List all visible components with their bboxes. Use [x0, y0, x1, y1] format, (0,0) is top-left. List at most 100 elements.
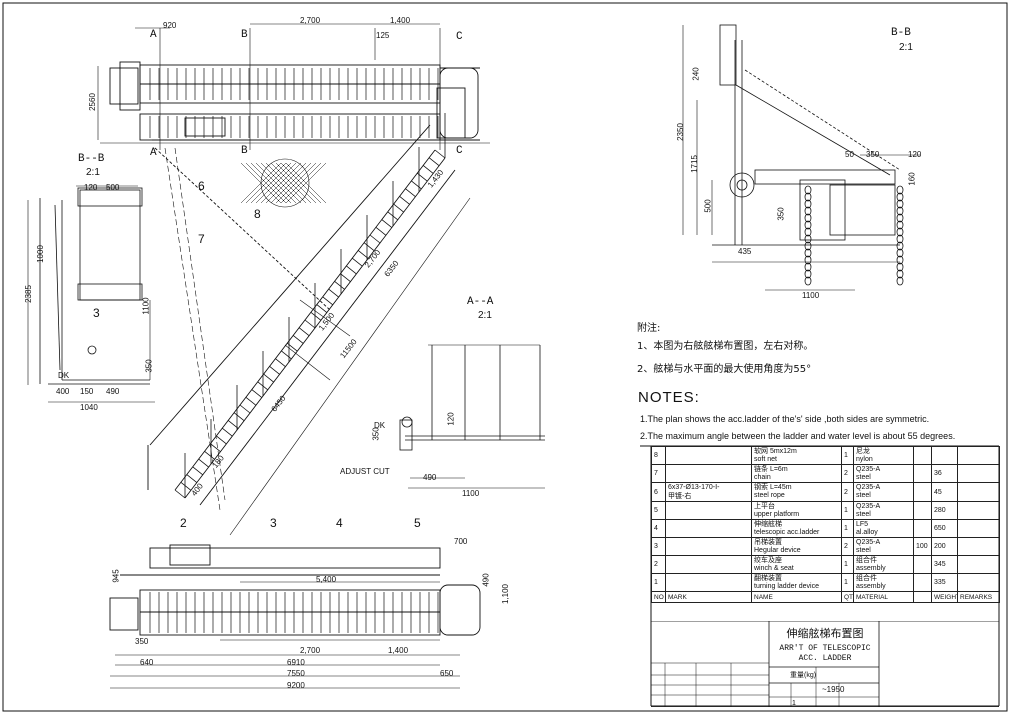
bom-remarks	[957, 446, 1000, 465]
section-mark-a-bottom: A	[150, 147, 157, 159]
chain-link	[804, 269, 812, 279]
bom-mat-cn: Q235-A	[856, 538, 881, 546]
dim-bb-2385: 2385	[23, 285, 33, 303]
ladder-rung	[328, 288, 339, 298]
dim-aa-1100: 1100	[462, 489, 480, 498]
dim-bot-1100: 1,100	[501, 583, 511, 605]
bom-remarks	[957, 537, 1000, 556]
bom-qty: 1	[841, 519, 854, 538]
callout-5: 5	[414, 516, 421, 530]
chain-link	[804, 220, 812, 230]
dim-top-920: 920	[163, 21, 177, 30]
aa-title: A--A	[467, 296, 494, 308]
ladder-rung	[369, 234, 381, 244]
bom-remarks	[957, 573, 1000, 592]
bom-weight-total: 45	[931, 482, 958, 502]
bom-mat-en: steel	[856, 473, 871, 481]
bom-mat-cn: 尼龙	[856, 447, 870, 455]
soft-net-hatch	[260, 158, 310, 208]
title-en-1: ARR'T OF TELESCOPIC	[779, 644, 871, 653]
ladder-rung	[239, 404, 251, 414]
notes-cn-1: 1、本图为右舷舷梯布置图，左右对称。	[637, 341, 814, 352]
ladder-rung	[393, 203, 404, 213]
chain-link	[804, 185, 812, 195]
notes-en-2: 2.The maximum angle between the ladder a…	[640, 431, 956, 441]
bom-no: 4	[651, 519, 666, 538]
callout-3: 3	[270, 516, 277, 530]
section-mark-a-top: A	[150, 29, 157, 41]
bom-name-cn: 翻梯装置	[754, 574, 782, 582]
bom-name-en: upper platform	[754, 510, 800, 518]
ladder-rung	[186, 474, 198, 483]
bom-weight-total: 200	[931, 537, 958, 556]
bom-mat-en: steel	[856, 492, 871, 499]
net-strand	[280, 162, 322, 204]
chain-link	[896, 199, 904, 209]
callout-2: 2	[180, 516, 187, 530]
bom-mark	[665, 555, 752, 574]
bom-header-weight2: WEIGHT	[931, 591, 958, 603]
top-plan-view	[97, 23, 490, 150]
dim-r-435: 435	[738, 247, 752, 256]
dim-bot-640: 640	[140, 658, 154, 667]
ladder-rung	[422, 165, 434, 174]
chain-link	[804, 192, 812, 202]
dim-top-125: 125	[376, 31, 390, 40]
ladder-rung	[257, 381, 268, 391]
right-chains	[804, 185, 904, 286]
chain-link	[896, 220, 904, 230]
bom-mat-en: steel	[856, 546, 871, 554]
dim-bot-6910: 6910	[287, 658, 305, 667]
bom-header-row: NOMARKNAMEQTYMATERIALWEIGHTREMARKS	[651, 591, 1000, 603]
title-en-2: ACC. LADDER	[798, 654, 852, 663]
callout-6: 6	[198, 179, 205, 193]
chain-link	[896, 262, 904, 272]
bom-no: 3	[651, 537, 666, 556]
ladder-rung	[198, 458, 209, 468]
bom-mat-cn: LF5	[856, 520, 869, 528]
section-mark-c-top: C	[456, 31, 463, 43]
ladder-rung	[210, 443, 221, 452]
aa-section	[399, 344, 545, 489]
dim-bb-dk: DK	[58, 371, 70, 380]
chain-link	[804, 206, 812, 216]
chain-link	[896, 234, 904, 244]
net-strand	[275, 162, 317, 204]
bom-mark	[665, 501, 752, 520]
ladder-rung	[275, 358, 286, 367]
bom-no: 2	[651, 555, 666, 574]
bom-name-en: chain	[754, 473, 771, 481]
dim-bb-1040: 1040	[80, 403, 98, 412]
bom-qty: 2	[841, 537, 854, 556]
bom-mat-cn: Q235-A	[856, 465, 881, 473]
ladder-rung	[298, 327, 310, 337]
bb-right-scale: 2:1	[899, 42, 913, 53]
bom-weight-unit	[913, 464, 932, 483]
dim-bot-7550: 7550	[287, 669, 305, 678]
title-cn: 伸缩舷梯布置图	[786, 627, 864, 640]
bom-header-mark: MARK	[665, 591, 752, 603]
ladder-rung	[281, 350, 292, 360]
bom-weight-total: 280	[931, 501, 958, 520]
bom-name-en: winch & seat	[754, 564, 794, 572]
dim-bb-500: 500	[106, 183, 120, 192]
bb-left-scale: 2:1	[86, 167, 100, 178]
ladder-rung	[227, 420, 239, 429]
net-strand	[270, 162, 312, 204]
bom-mat-cn: 组合件	[856, 556, 877, 564]
dim-r-2350: 2350	[675, 123, 685, 141]
dim-bot-945: 945	[111, 569, 121, 583]
chain-link	[804, 241, 812, 251]
